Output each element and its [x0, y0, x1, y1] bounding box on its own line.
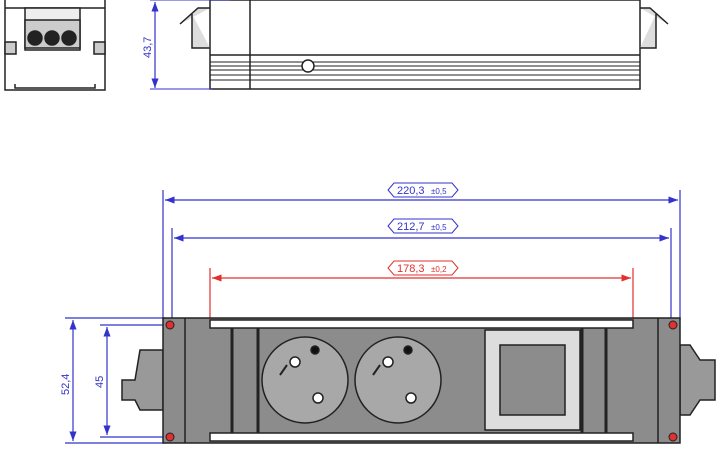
- dim-value: 220,3: [397, 185, 425, 197]
- dim-tag-cutout-length: 178,3 ±0,2: [387, 260, 459, 276]
- dim-mounting-height: 45: [94, 376, 106, 388]
- dim-tolerance: ±0,5: [431, 187, 447, 196]
- dim-overall-height: 52,4: [60, 374, 72, 395]
- socket-1: [261, 336, 349, 424]
- dim-tag-overall-length: 220,3 ±0,5: [387, 182, 459, 198]
- side-view: [179, 0, 669, 90]
- terminal-icon: [61, 30, 77, 46]
- dim-value: 212,7: [397, 221, 425, 233]
- dim-height-side: 43,7: [142, 37, 154, 58]
- mount-hole-icon: [668, 432, 678, 442]
- right-clip: [679, 344, 716, 416]
- mounting-holes: [165, 320, 678, 442]
- data-module-frame: [484, 329, 581, 431]
- terminal-icon: [44, 30, 60, 46]
- dim-tolerance: ±0,2: [431, 265, 447, 274]
- top-view: [121, 317, 716, 444]
- screw-icon: [301, 59, 315, 73]
- mount-hole-icon: [668, 320, 678, 330]
- left-clip: [121, 349, 164, 411]
- dim-tag-mounting-length: 212,7 ±0,5: [387, 218, 459, 234]
- dim-tolerance: ±0,5: [431, 223, 447, 232]
- mount-hole-icon: [165, 432, 175, 442]
- terminal-icon: [27, 30, 43, 46]
- dimension-lines: [65, 190, 681, 444]
- socket-2: [354, 336, 442, 424]
- mount-hole-icon: [165, 320, 175, 330]
- end-view: [4, 0, 106, 91]
- dim-value: 178,3: [397, 263, 425, 275]
